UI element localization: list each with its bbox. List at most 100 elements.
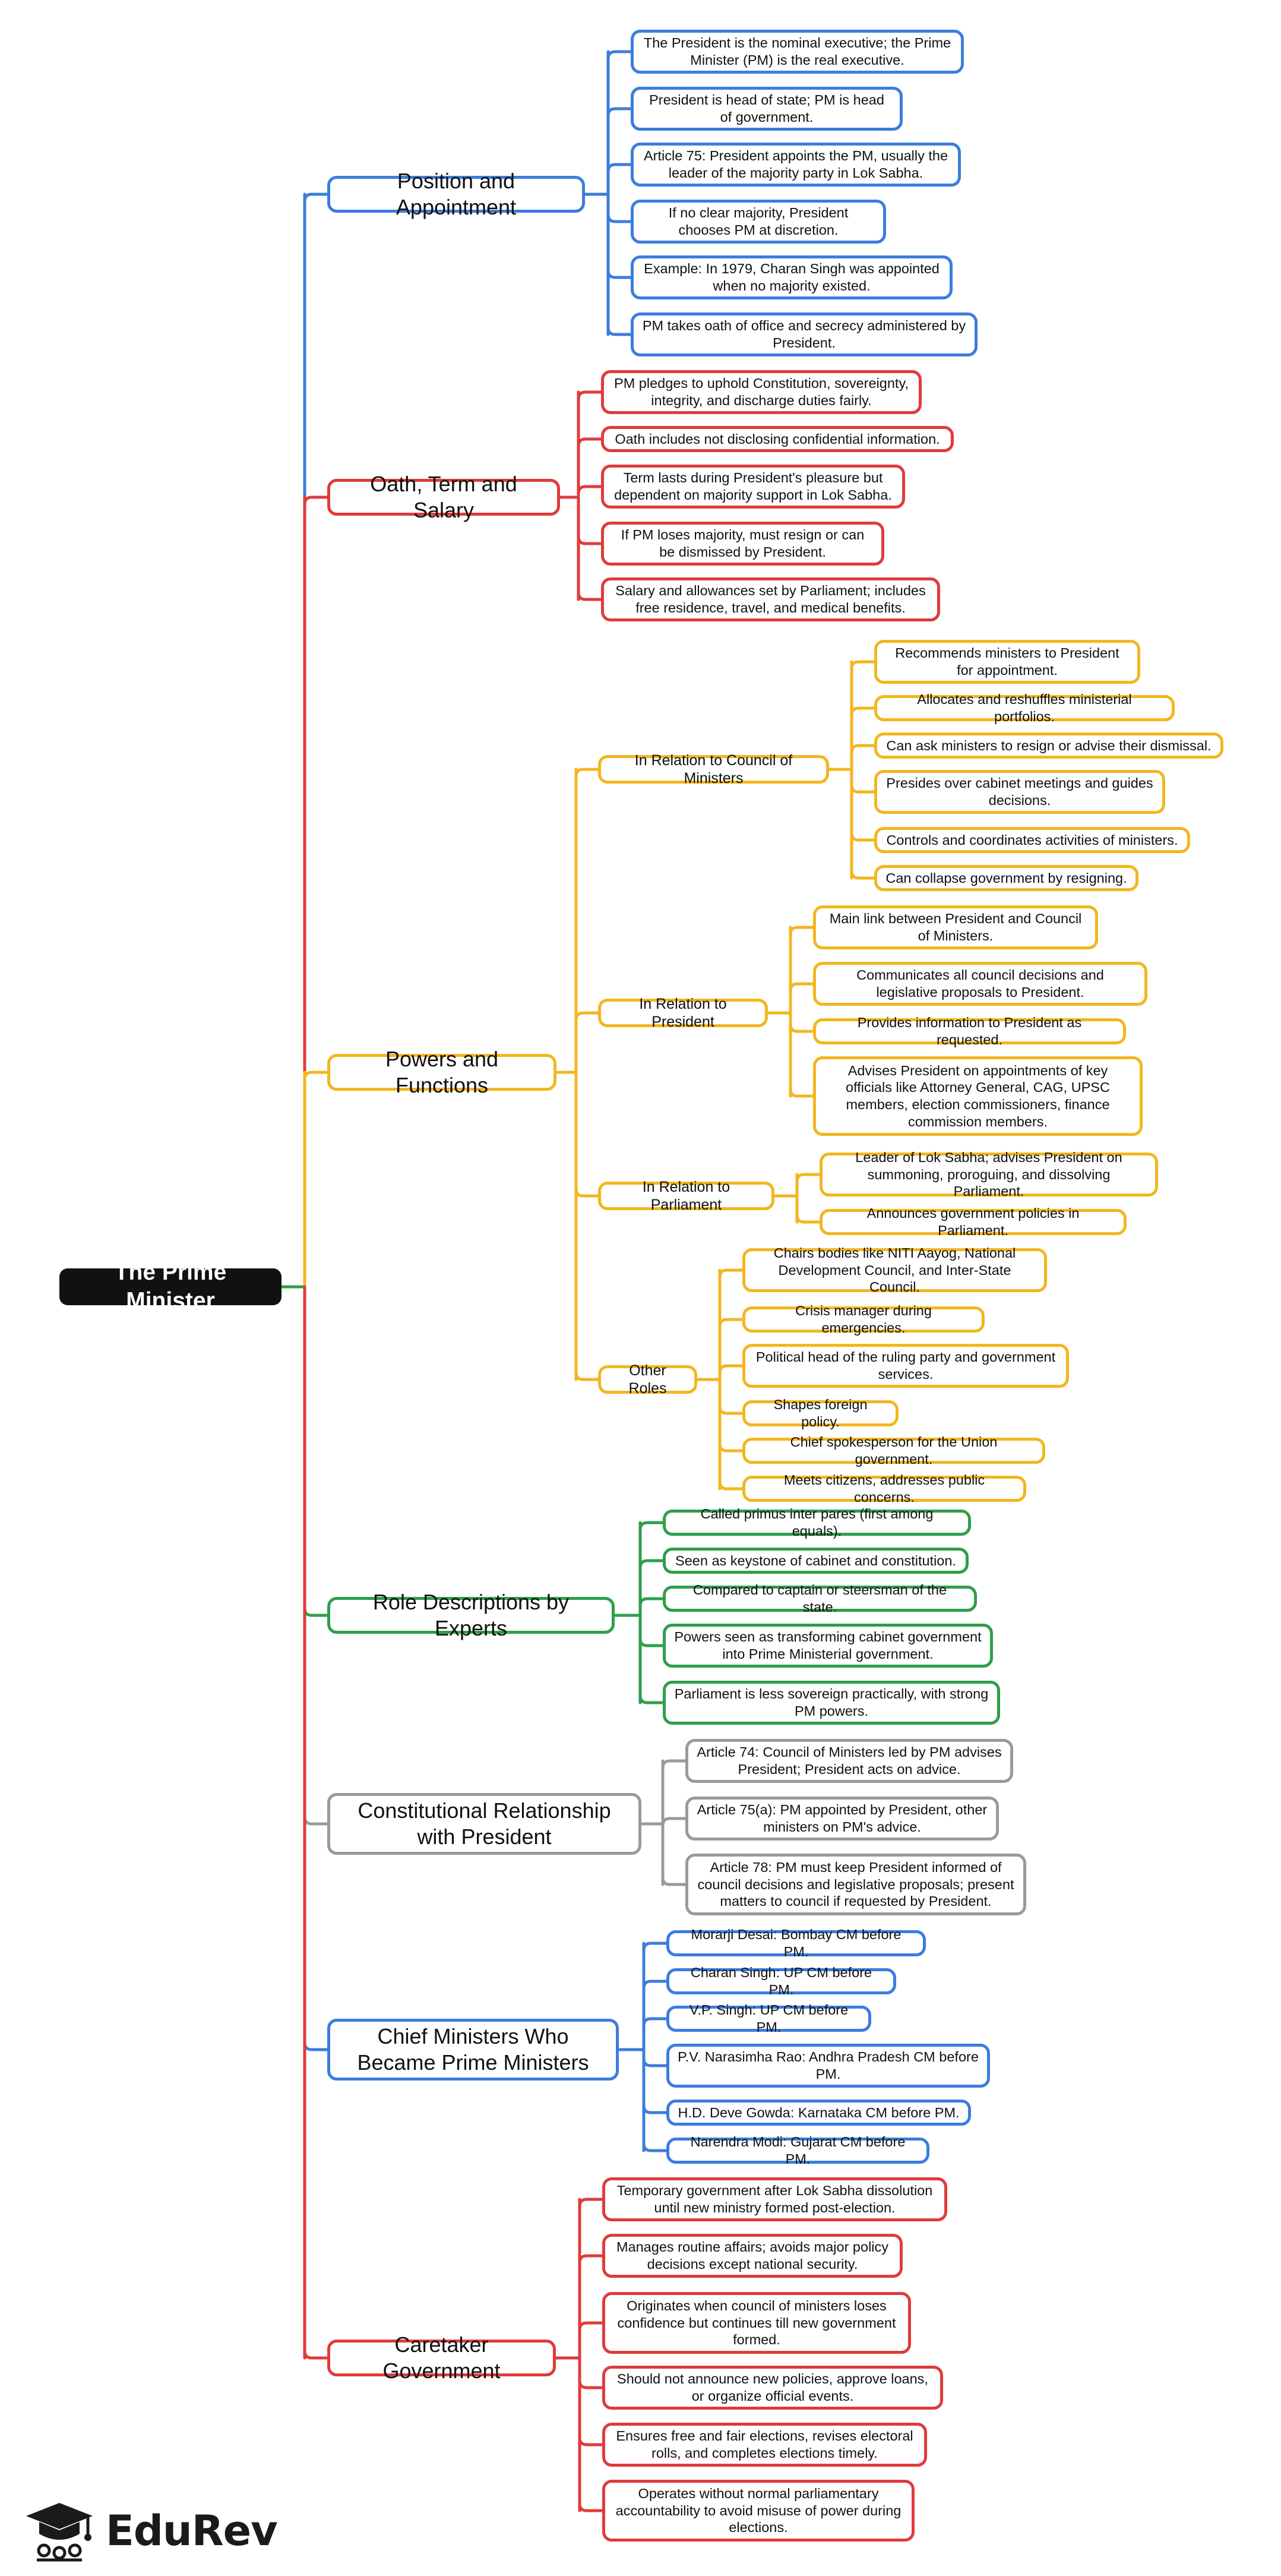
connector — [850, 660, 874, 670]
leaf-node: Operates without normal parliamentary ac… — [602, 2480, 915, 2542]
leaf-node: Called primus inter pares (first among e… — [663, 1506, 971, 1539]
connector — [577, 437, 601, 447]
connector — [578, 2198, 602, 2207]
sub-branch-node: Other Roles — [598, 1362, 697, 1397]
connector — [789, 926, 813, 935]
leaf-node: Example: In 1979, Charan Singh was appoi… — [631, 255, 953, 299]
leaf-node: Provides information to President as req… — [813, 1015, 1126, 1047]
connector — [578, 2321, 602, 2331]
root-node: The Prime Minister — [59, 1259, 281, 1314]
connector — [642, 1942, 666, 1951]
connector — [789, 1024, 813, 1033]
leaf-node: Leader of Lok Sabha; advises President o… — [820, 1150, 1158, 1199]
leaf-node: Can ask ministers to resign or advise th… — [874, 733, 1223, 759]
connector — [303, 1816, 327, 1826]
connector — [795, 1173, 820, 1182]
branch-node: Constitutional Relationship with Preside… — [327, 1793, 641, 1855]
graduation-cap-logo-icon — [26, 2503, 93, 2562]
connector — [303, 1608, 327, 1617]
connector — [578, 2437, 602, 2446]
leaf-node: If no clear majority, President chooses … — [631, 200, 886, 244]
leaf-node: Temporary government after Lok Sabha dis… — [602, 2177, 947, 2221]
connector — [303, 1071, 327, 1080]
connector — [661, 1817, 685, 1826]
branch-node: Chief Ministers Who Became Prime Ministe… — [327, 2019, 619, 2081]
connector — [795, 1214, 820, 1224]
connector — [303, 2042, 327, 2051]
leaf-node: Parliament is less sovereign practically… — [663, 1681, 1000, 1725]
connector — [606, 50, 631, 59]
connector — [850, 744, 874, 753]
leaf-node: Ensures free and fair elections, revises… — [602, 2423, 927, 2467]
brand-name: EduRev — [106, 2506, 278, 2555]
connector — [574, 1372, 598, 1381]
connector — [303, 2350, 327, 2360]
leaf-node: Article 74: Council of Ministers led by … — [685, 1739, 1013, 1783]
connector — [578, 2503, 602, 2512]
connector — [638, 1597, 663, 1606]
leaf-node: Recommends ministers to President for ap… — [874, 640, 1140, 684]
connector — [638, 1559, 663, 1568]
connector — [661, 1759, 685, 1769]
connector — [577, 485, 601, 494]
connector — [638, 1695, 663, 1704]
leaf-node: Oath includes not disclosing confidentia… — [601, 426, 954, 452]
connector — [606, 270, 631, 279]
branch-node: Caretaker Government — [327, 2332, 556, 2383]
connector — [606, 327, 631, 336]
leaf-node: Chief spokesperson for the Union governm… — [742, 1434, 1045, 1467]
connector — [789, 1088, 813, 1098]
leaf-node: Main link between President and Council … — [813, 905, 1098, 949]
connector — [577, 592, 601, 601]
leaf-node: Narendra Modi: Gujarat CM before PM. — [666, 2134, 929, 2167]
leaf-node: Communicates all council decisions and l… — [813, 962, 1147, 1006]
connector — [789, 982, 813, 992]
connector — [850, 706, 874, 716]
leaf-node: Chairs bodies like NITI Aayog, National … — [742, 1245, 1047, 1295]
connector — [638, 1638, 663, 1647]
connector — [850, 784, 874, 794]
leaf-node: President is head of state; PM is head o… — [631, 87, 903, 131]
connector — [642, 2143, 666, 2152]
connector — [574, 1188, 598, 1198]
leaf-node: Shapes foreign policy. — [742, 1397, 899, 1429]
sub-branch-node: In Relation to Parliament — [598, 1179, 774, 1213]
connector — [718, 1406, 742, 1415]
connector — [642, 1980, 666, 1989]
leaf-node: Presides over cabinet meetings and guide… — [874, 770, 1165, 814]
connector — [718, 1443, 742, 1453]
connector — [718, 1364, 742, 1374]
connector — [718, 1318, 742, 1327]
leaf-node: Controls and coordinates activities of m… — [874, 827, 1190, 853]
connector — [606, 214, 631, 223]
leaf-node: Article 78: PM must keep President infor… — [685, 1854, 1026, 1915]
leaf-node: Announces government policies in Parliam… — [820, 1205, 1127, 1238]
sub-branch-node: In Relation to President — [598, 996, 768, 1030]
leaf-node: Can collapse government by resigning. — [874, 865, 1138, 891]
connector — [718, 1481, 742, 1491]
leaf-node: Meets citizens, addresses public concern… — [742, 1472, 1026, 1505]
leaf-node: Morarji Desai: Bombay CM before PM. — [666, 1927, 926, 1959]
connector — [850, 870, 874, 880]
branch-node: Oath, Term and Salary — [327, 472, 560, 522]
connector — [577, 390, 601, 400]
connector — [606, 107, 631, 116]
leaf-node: Originates when council of ministers los… — [602, 2292, 911, 2354]
branch-node: Powers and Functions — [327, 1047, 556, 1097]
leaf-node: Crisis manager during emergencies. — [742, 1303, 985, 1336]
leaf-node: Powers seen as transforming cabinet gove… — [663, 1624, 993, 1668]
leaf-node: Salary and allowances set by Parliament;… — [601, 577, 940, 621]
leaf-node: Political head of the ruling party and g… — [742, 1344, 1069, 1388]
connector — [638, 1521, 663, 1530]
leaf-node: PM takes oath of office and secrecy admi… — [631, 312, 978, 356]
connector — [642, 2058, 666, 2067]
connector — [574, 1011, 598, 1021]
branch-node: Position and Appointment — [327, 169, 585, 219]
leaf-node: Advises President on appointments of key… — [813, 1056, 1143, 1136]
connector — [577, 536, 601, 545]
leaf-node: V.P. Singh: UP CM before PM. — [666, 2002, 871, 2035]
leaf-node: PM pledges to uphold Constitution, sover… — [601, 370, 922, 414]
leaf-node: Compared to captain or steersman of the … — [663, 1582, 977, 1615]
